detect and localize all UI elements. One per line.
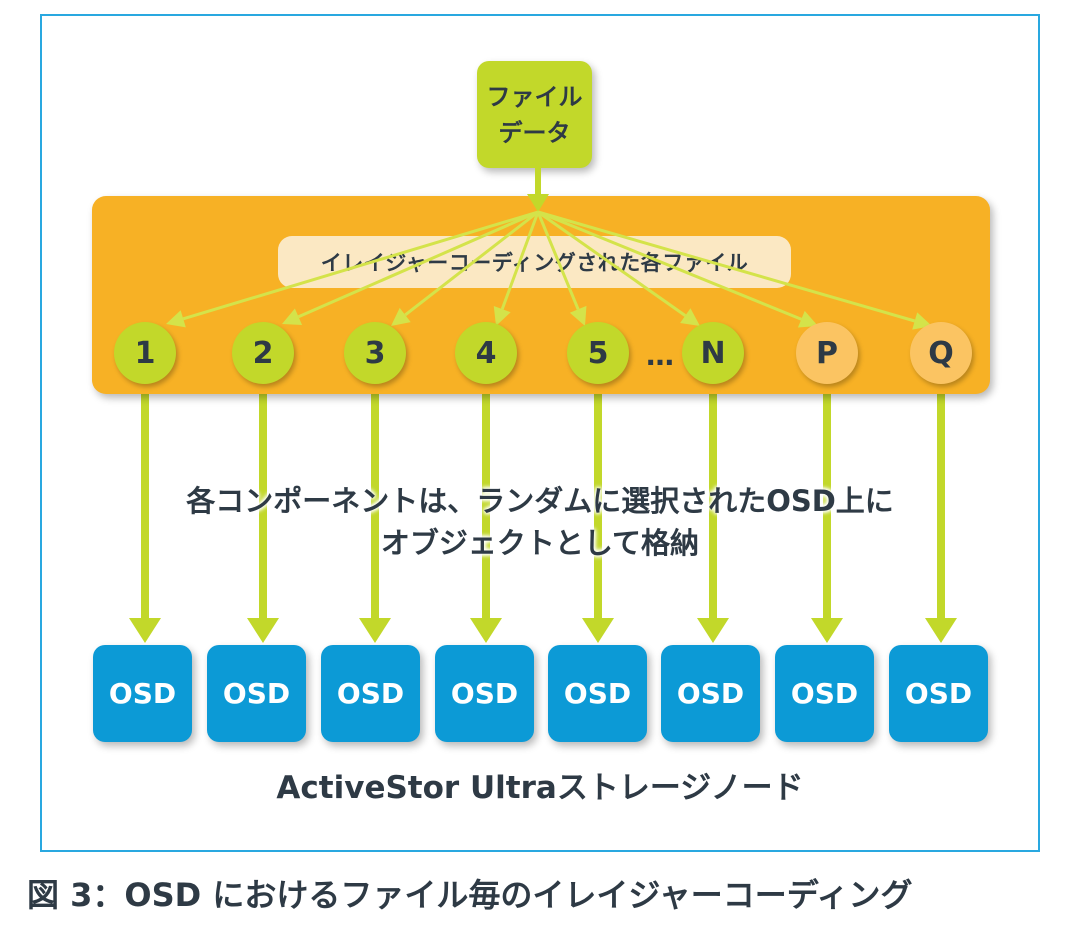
component-circle-3: 3 bbox=[344, 322, 406, 384]
fan-arrow-shaft bbox=[182, 210, 539, 321]
component-label: 3 bbox=[364, 335, 386, 371]
osd-box-4: OSD bbox=[435, 645, 534, 742]
osd-box-6: OSD bbox=[661, 645, 760, 742]
vertical-arrow-head bbox=[582, 618, 614, 643]
component-circle-4: 4 bbox=[455, 322, 517, 384]
osd-box-3: OSD bbox=[321, 645, 420, 742]
parity-label: Q bbox=[928, 335, 954, 371]
fan-arrow-head bbox=[797, 310, 818, 328]
file-data-line2: データ bbox=[498, 118, 571, 147]
component-circle-2: 2 bbox=[232, 322, 294, 384]
storage-description-line2: オブジェクトとして格納 bbox=[380, 526, 700, 560]
vertical-arrow-head bbox=[697, 618, 729, 643]
component-circle-1: 1 bbox=[114, 322, 176, 384]
fan-arrow-shaft bbox=[297, 210, 539, 319]
parity-circle-p: P bbox=[796, 322, 858, 384]
file-data-box: ファイル データ bbox=[477, 61, 592, 168]
component-label: N bbox=[700, 335, 726, 371]
fan-arrow-head bbox=[282, 308, 303, 326]
file-data-line1: ファイル bbox=[486, 82, 583, 111]
component-label: 2 bbox=[252, 335, 274, 371]
vertical-arrow-head bbox=[811, 618, 843, 643]
parity-label: P bbox=[816, 335, 838, 371]
component-label: 4 bbox=[475, 335, 497, 371]
fan-arrow-shaft bbox=[537, 210, 802, 321]
fan-arrow-head bbox=[166, 310, 186, 328]
fan-arrow-shaft bbox=[536, 211, 580, 310]
osd-box-2: OSD bbox=[207, 645, 306, 742]
osd-box-5: OSD bbox=[548, 645, 647, 742]
osd-box-7: OSD bbox=[775, 645, 874, 742]
file-down-arrow-head bbox=[527, 194, 549, 212]
component-circle-5: 5 bbox=[567, 322, 629, 384]
vertical-arrow-head bbox=[470, 618, 502, 643]
fan-arrow-shaft bbox=[537, 210, 687, 317]
fan-arrow-shaft bbox=[404, 210, 539, 317]
figure-caption: 図 3：OSD におけるファイル毎のイレイジャーコーディング bbox=[27, 876, 913, 914]
storage-description: 各コンポーネントは、ランダムに選択されたOSD上に オブジェクトとして格納 bbox=[100, 480, 980, 564]
osd-box-1: OSD bbox=[93, 645, 192, 742]
ellipsis: … bbox=[646, 338, 674, 372]
component-label: 5 bbox=[587, 335, 609, 371]
vertical-arrow-head bbox=[925, 618, 957, 643]
storage-description-line1: 各コンポーネントは、ランダムに選択されたOSD上に bbox=[186, 484, 894, 518]
component-label: 1 bbox=[134, 335, 156, 371]
vertical-arrow-head bbox=[247, 618, 279, 643]
vertical-arrow-head bbox=[129, 618, 161, 643]
parity-circle-q: Q bbox=[910, 322, 972, 384]
fan-arrow-head bbox=[680, 308, 700, 326]
fan-arrow-head bbox=[569, 305, 587, 326]
fan-arrow-head bbox=[493, 305, 511, 326]
component-circle-n: N bbox=[682, 322, 744, 384]
vertical-arrow-head bbox=[359, 618, 391, 643]
fan-arrow-shaft bbox=[537, 210, 916, 323]
fan-arrow-shaft bbox=[500, 211, 540, 310]
storage-node-label: ActiveStor Ultraストレージノード bbox=[276, 770, 804, 806]
fan-arrow-head bbox=[391, 307, 411, 326]
osd-box-8: OSD bbox=[889, 645, 988, 742]
